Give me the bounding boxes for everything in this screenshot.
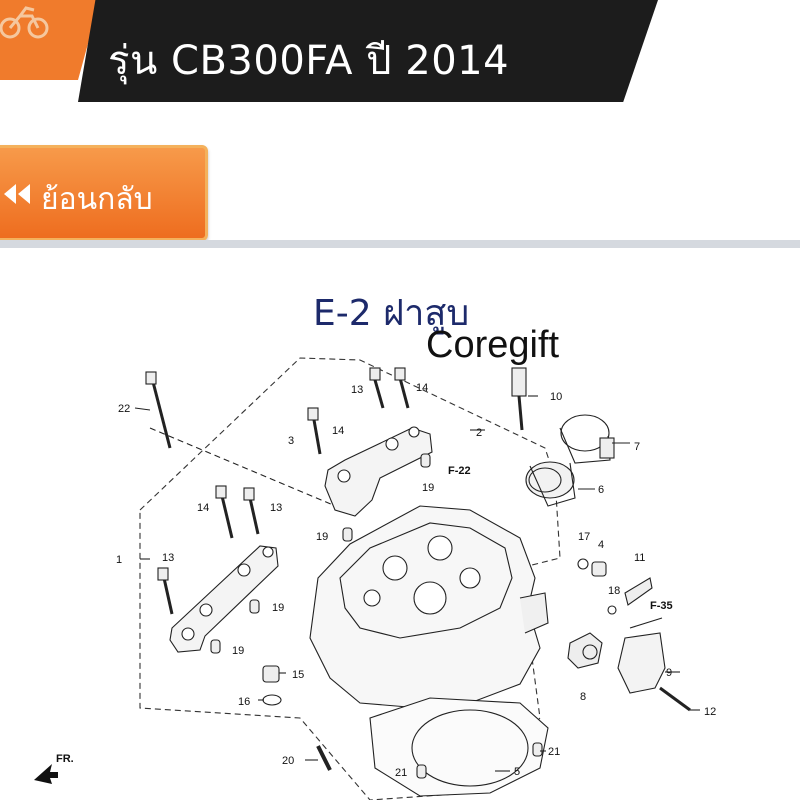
- diagram-title: E-2 ฝาสูบ: [313, 293, 470, 334]
- divider: [0, 240, 800, 248]
- callout-19-a: 19: [422, 482, 434, 494]
- callout-18: 18: [608, 585, 620, 597]
- callout-19-c: 19: [272, 602, 284, 614]
- callout-21-a: 21: [548, 746, 560, 758]
- ref-f35: F-35: [650, 600, 673, 612]
- callout-15: 15: [292, 669, 304, 681]
- callout-14-c: 14: [197, 502, 209, 514]
- motorcycle-icon: [0, 6, 49, 39]
- rewind-icon: [4, 184, 30, 204]
- callout-21-b: 21: [395, 767, 407, 779]
- ref-f22: F-22: [448, 465, 471, 477]
- exploded-view-drawing: FR. F-22 F-35 22 1 13 14 14 3 2 19 19 14…: [34, 357, 716, 800]
- back-button-label: ย้อนกลับ: [41, 182, 153, 217]
- parts-diagram: FR. F-22 F-35 22 1 13 14 14 3 2 19 19 14…: [0, 248, 800, 800]
- callout-2: 2: [476, 427, 482, 439]
- callout-10: 10: [550, 391, 562, 403]
- callout-13-b: 13: [270, 502, 282, 514]
- callout-16: 16: [238, 696, 250, 708]
- callout-13-a: 13: [351, 384, 363, 396]
- callout-1: 1: [116, 554, 122, 566]
- callout-11: 11: [634, 552, 645, 564]
- callout-12: 12: [704, 706, 716, 718]
- direction-label: FR.: [56, 753, 74, 765]
- watermark: Coregift: [426, 324, 560, 366]
- callout-5: 5: [514, 766, 520, 778]
- callout-14-a: 14: [416, 382, 428, 394]
- callout-8: 8: [580, 691, 586, 703]
- callout-7: 7: [634, 441, 640, 453]
- callout-4: 4: [598, 539, 604, 551]
- callout-9: 9: [666, 667, 672, 679]
- callout-3: 3: [288, 435, 294, 447]
- callout-19-b: 19: [316, 531, 328, 543]
- callout-19-d: 19: [232, 645, 244, 657]
- callout-14-b: 14: [332, 425, 344, 437]
- back-button[interactable]: ย้อนกลับ: [0, 145, 208, 241]
- callout-13-c: 13: [162, 552, 174, 564]
- callout-17: 17: [578, 531, 590, 543]
- direction-arrow-icon: [34, 764, 58, 784]
- callout-22: 22: [118, 403, 130, 415]
- callout-6: 6: [598, 484, 604, 496]
- page-title: รุ่น CB300FA ปี 2014: [108, 38, 510, 84]
- callout-20: 20: [282, 755, 294, 767]
- header-bar: [78, 0, 658, 102]
